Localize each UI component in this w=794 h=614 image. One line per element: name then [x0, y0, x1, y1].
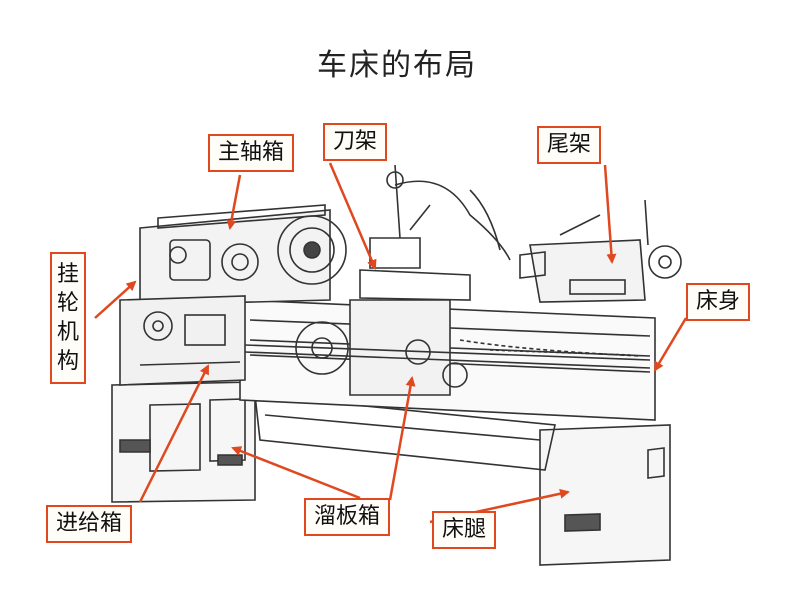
- label-headstock: 主轴箱: [208, 134, 295, 172]
- label-tailstock: 尾架: [537, 126, 602, 164]
- lathe-illustration: [111, 164, 682, 566]
- label-change-gear: 挂轮机构: [50, 252, 86, 384]
- label-apron: 溜板箱: [304, 498, 391, 536]
- label-tool-post: 刀架: [323, 123, 388, 161]
- label-bed-leg: 床腿: [432, 511, 497, 549]
- page-title: 车床的布局: [317, 48, 477, 83]
- leader-arrows: [94, 162, 688, 524]
- label-bed: 床身: [686, 283, 751, 321]
- label-feed-box: 进给箱: [46, 505, 133, 543]
